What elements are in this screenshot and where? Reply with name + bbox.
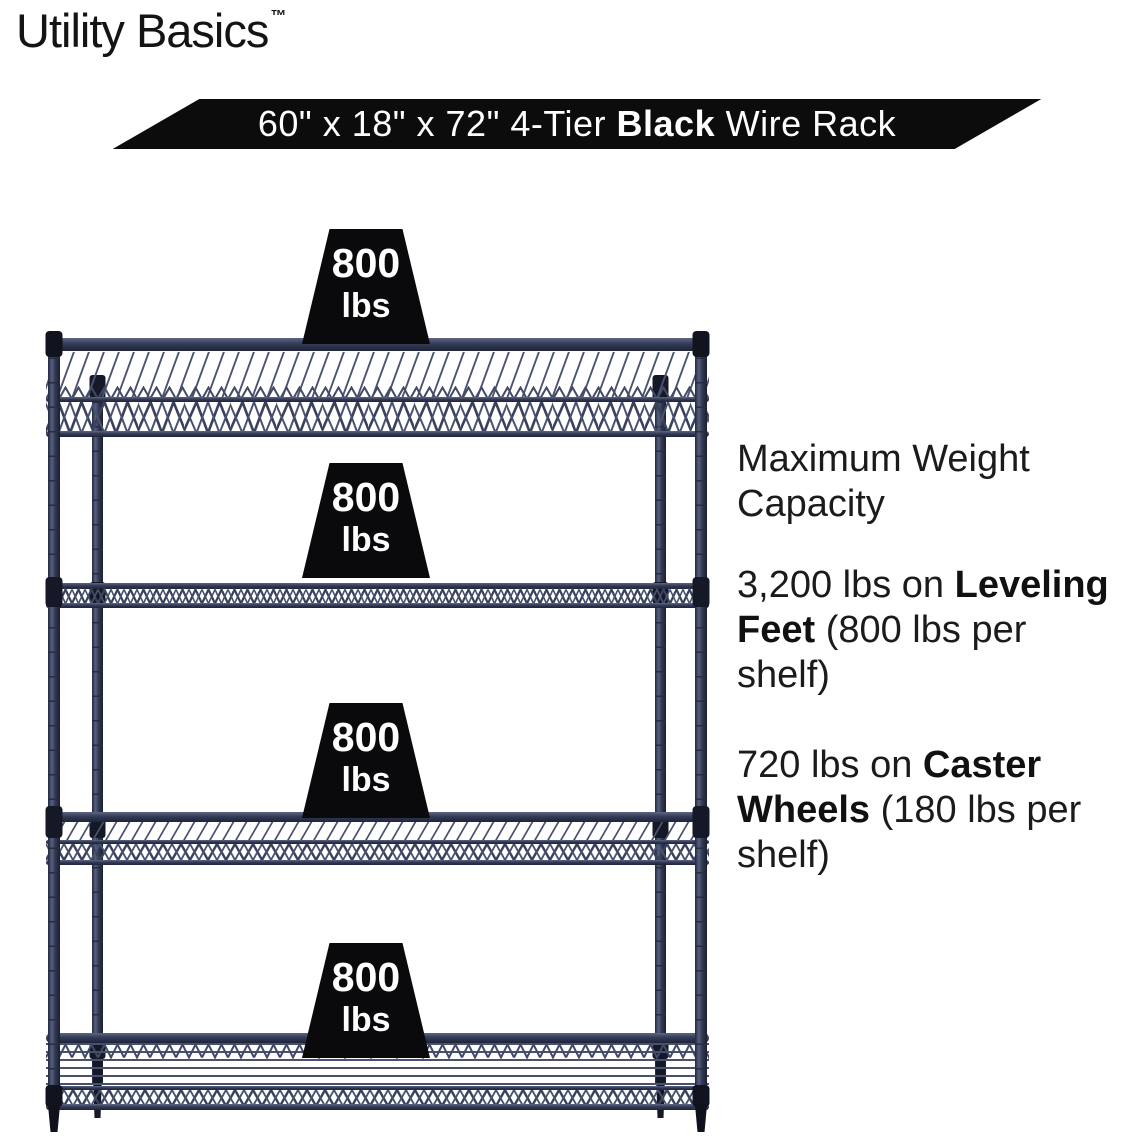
text-segment: 3,200 lbs on [737, 564, 955, 606]
title-banner: 60" x 18" x 72" 4-Tier Black Wire Rack [112, 99, 1042, 149]
info-heading: Maximum Weight Capacity [737, 437, 1133, 527]
capacity-value: 800 [331, 473, 401, 520]
trademark-symbol: ™ [270, 8, 287, 25]
text-line: 3,200 lbs on Leveling [737, 563, 1133, 608]
capacity-value: 800 [331, 239, 401, 286]
banner-suffix-text: Wire Rack [715, 103, 897, 144]
text-segment: shelf) [737, 834, 830, 876]
shelf-2 [46, 583, 709, 608]
text-segment: (180 lbs per [870, 789, 1082, 831]
text-segment: shelf) [737, 654, 830, 696]
capacity-info: Maximum Weight Capacity 3,200 lbs on Lev… [737, 437, 1133, 878]
capacity-value: 800 [331, 713, 401, 760]
text-line: 720 lbs on Caster [737, 743, 1133, 788]
text-line: Feet (800 lbs per [737, 608, 1133, 653]
banner-color-text: Black [616, 103, 716, 144]
text-line: Capacity [737, 483, 885, 525]
post-front-left [45, 331, 63, 1132]
capacity-unit: lbs [341, 520, 391, 559]
banner-dimensions-text: 60" x 18" x 72" 4-Tier [257, 103, 617, 144]
shelf-3 [46, 812, 709, 865]
text-segment: 720 lbs on [737, 744, 923, 786]
capacity-unit: lbs [341, 286, 391, 325]
text-line: Wheels (180 lbs per [737, 788, 1133, 833]
capacity-unit: lbs [341, 760, 391, 799]
brand-name: Utility Basics [16, 4, 269, 57]
leveling-feet-capacity: 3,200 lbs on Leveling Feet (800 lbs per … [737, 563, 1133, 698]
text-line: Maximum Weight [737, 438, 1030, 480]
banner-title: 60" x 18" x 72" 4-Tier Black Wire Rack [156, 99, 998, 149]
post-back-left [89, 375, 106, 1118]
text-line: shelf) [737, 833, 1133, 878]
text-segment-bold: Caster [922, 744, 1042, 786]
text-line: shelf) [737, 653, 1133, 698]
text-segment-bold: Feet [737, 609, 816, 651]
text-segment-bold: Leveling [954, 564, 1109, 606]
capacity-value: 800 [331, 953, 401, 1000]
text-segment-bold: Wheels [737, 789, 871, 831]
post-back-right [652, 375, 669, 1118]
text-segment: (800 lbs per [815, 609, 1027, 651]
post-front-right [692, 331, 710, 1132]
caster-wheels-capacity: 720 lbs on Caster Wheels (180 lbs per sh… [737, 743, 1133, 878]
capacity-unit: lbs [341, 1000, 391, 1039]
shelf-1 [46, 338, 709, 437]
